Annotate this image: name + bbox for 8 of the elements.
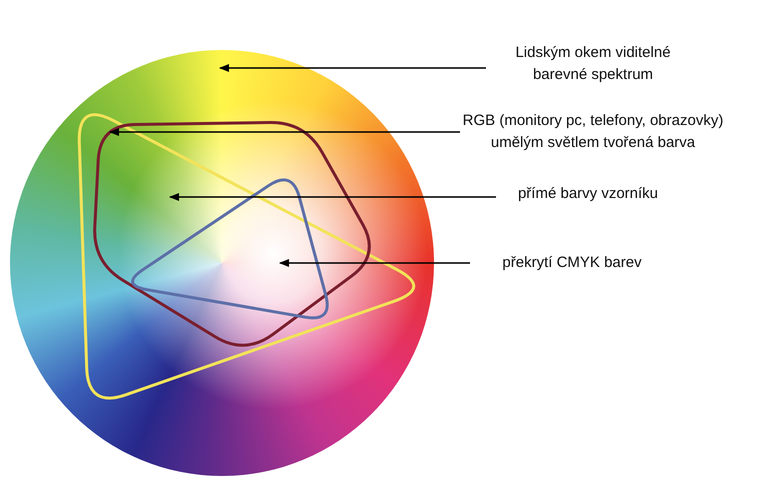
- leader-line: [219, 64, 486, 72]
- callout-text: přímé barvy vzorníku: [498, 183, 678, 231]
- leader-line: [279, 259, 470, 267]
- callout-text: překrytí CMYK barev: [472, 252, 672, 276]
- leader-line: [109, 128, 460, 136]
- callout-text: RGB (monitory pc, telefony, obrazovky) umělým světlem tvořená barva: [462, 110, 724, 158]
- callout-text: Lidským okem viditelné barevné spektrum: [488, 42, 698, 90]
- leader-line: [169, 193, 496, 201]
